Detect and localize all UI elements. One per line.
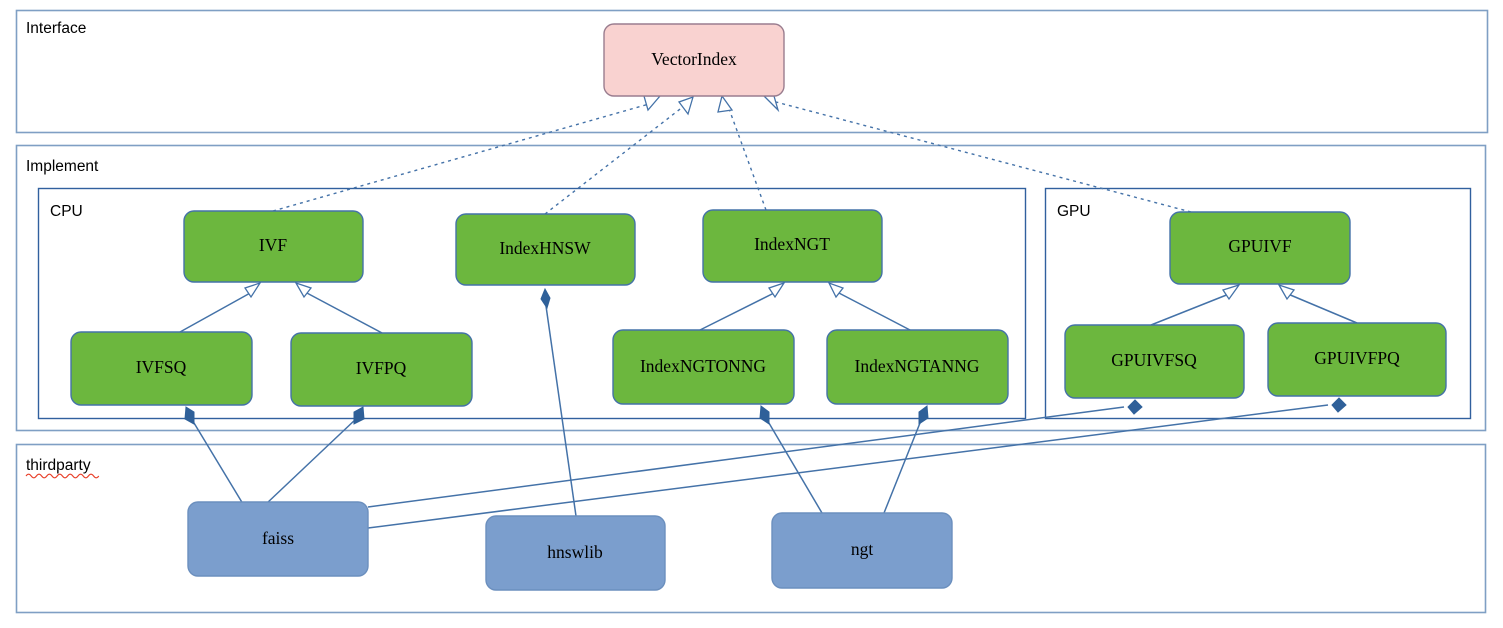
edge-ivfpq-to-ivf	[294, 281, 383, 334]
node-vectorindex-label: VectorIndex	[651, 49, 737, 69]
filled-diamond-arrowhead	[184, 406, 195, 425]
hollow-triangle-arrowhead	[717, 94, 734, 113]
hollow-triangle-arrowhead	[1221, 283, 1241, 301]
node-ngt-label: ngt	[851, 539, 874, 559]
group-cpu-border	[37, 187, 1027, 420]
group-cpu-label: CPU	[50, 203, 83, 220]
hollow-triangle-arrowhead	[294, 281, 313, 299]
hollow-triangle-arrowhead	[677, 95, 694, 116]
node-indexngt[interactable]: IndexNGT	[702, 209, 883, 283]
group-thirdparty-border	[15, 443, 1487, 614]
node-gpuivfpq[interactable]: GPUIVFPQ	[1267, 322, 1447, 397]
edge-indexngtanng-to-indexngt	[827, 281, 911, 331]
group-thirdparty: thirdparty	[15, 443, 1487, 614]
edge-ivf-to-vectorindex	[272, 95, 662, 212]
filled-diamond-arrowhead	[918, 405, 929, 425]
node-indexhnsw[interactable]: IndexHNSW	[455, 213, 636, 286]
edge-hnswlib-to-indexhnsw	[540, 287, 577, 517]
edge-faiss-to-gpuivfsq	[367, 399, 1143, 508]
group-gpu-border	[1044, 187, 1472, 420]
node-indexhnsw-label: IndexHNSW	[499, 238, 591, 258]
node-faiss-label: faiss	[262, 528, 294, 548]
edge-ngt-to-indexngtanng	[883, 405, 929, 514]
node-gpuivfpq-label: GPUIVFPQ	[1314, 348, 1400, 368]
hollow-triangle-arrowhead	[767, 281, 786, 299]
edge-indexngtonng-to-indexngt	[699, 281, 786, 331]
hollow-triangle-arrowhead	[643, 95, 662, 112]
node-ivfpq[interactable]: IVFPQ	[290, 332, 473, 407]
node-hnswlib-label: hnswlib	[547, 542, 603, 562]
filled-diamond-arrowhead	[1331, 397, 1347, 413]
node-gpuivfsq-label: GPUIVFSQ	[1111, 350, 1197, 370]
edge-faiss-to-gpuivfpq	[367, 397, 1347, 529]
edge-ngt-to-indexngtonng	[759, 405, 823, 514]
filled-diamond-arrowhead	[759, 405, 770, 425]
group-interface-border	[15, 9, 1489, 134]
group-cpu: CPU	[37, 187, 1027, 420]
edge-indexngt-to-vectorindex	[717, 94, 767, 211]
hollow-triangle-arrowhead	[762, 95, 780, 113]
filled-diamond-arrowhead	[353, 406, 365, 425]
filled-diamond-arrowhead	[540, 287, 551, 310]
edge-ivfsq-to-ivf	[179, 281, 262, 333]
group-thirdparty-label: thirdparty	[26, 457, 91, 474]
node-ivfsq-label: IVFSQ	[136, 357, 187, 377]
edge-faiss-to-ivfsq	[184, 406, 244, 505]
hollow-triangle-arrowhead	[827, 281, 845, 299]
edge-faiss-to-ivfpq	[265, 406, 365, 505]
edge-gpuivfsq-to-gpuivf	[1150, 283, 1241, 326]
group-gpu: GPU	[1044, 187, 1472, 420]
node-vectorindex[interactable]: VectorIndex	[603, 23, 785, 97]
spellcheck-underline-icon	[25, 473, 100, 479]
node-indexngtanng-label: IndexNGTANNG	[855, 356, 980, 376]
node-gpuivfsq[interactable]: GPUIVFSQ	[1064, 324, 1245, 399]
edge-indexhnsw-to-vectorindex	[544, 95, 694, 215]
hollow-triangle-arrowhead	[1277, 283, 1296, 301]
node-gpuivf-label: GPUIVF	[1228, 236, 1291, 256]
node-ivfpq-label: IVFPQ	[356, 358, 407, 378]
node-indexngtonng-label: IndexNGTONNG	[640, 356, 766, 376]
node-faiss[interactable]: faiss	[187, 501, 369, 577]
node-indexngtanng[interactable]: IndexNGTANNG	[826, 329, 1009, 405]
group-implement-label: Implement	[26, 158, 99, 175]
group-implement: Implement	[15, 144, 1487, 432]
node-ngt[interactable]: ngt	[771, 512, 953, 589]
node-indexngt-label: IndexNGT	[754, 234, 830, 254]
group-interface: Interface	[15, 9, 1489, 134]
node-ivf-label: IVF	[259, 235, 287, 255]
node-gpuivf[interactable]: GPUIVF	[1169, 211, 1351, 285]
node-ivfsq[interactable]: IVFSQ	[70, 331, 253, 406]
group-interface-label: Interface	[26, 20, 86, 37]
node-hnswlib[interactable]: hnswlib	[485, 515, 666, 591]
node-ivf[interactable]: IVF	[183, 210, 364, 283]
node-indexngtonng[interactable]: IndexNGTONNG	[612, 329, 795, 405]
group-implement-border	[15, 144, 1487, 432]
group-gpu-label: GPU	[1057, 203, 1091, 220]
edge-gpuivfpq-to-gpuivf	[1277, 283, 1358, 324]
edge-gpuivf-to-vectorindex	[762, 95, 1192, 213]
hollow-triangle-arrowhead	[243, 281, 262, 299]
filled-diamond-arrowhead	[1127, 399, 1143, 415]
